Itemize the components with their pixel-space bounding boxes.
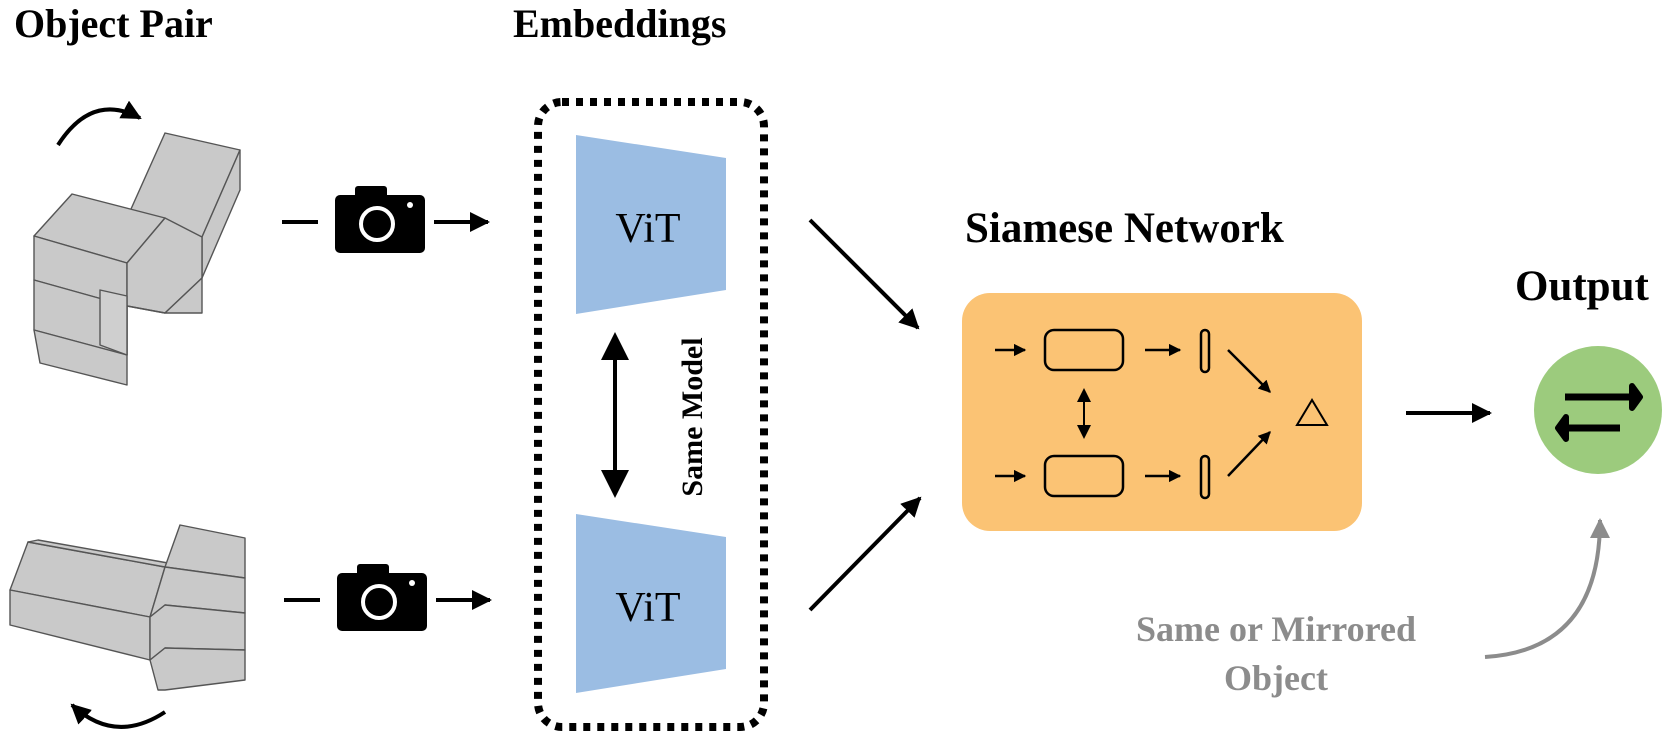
difference-icon [1295, 398, 1329, 426]
label-note-line1: Same or Mirrored [1136, 609, 1416, 649]
siamese-network-heading: Siamese Network [965, 205, 1284, 252]
object-pair-heading: Object Pair [14, 1, 213, 46]
arrow-bottom-to-network [808, 496, 922, 612]
vit-bottom-label: ViT [615, 585, 680, 631]
camera-top-group [282, 186, 490, 253]
vit-encoder-top: ViT [576, 135, 726, 314]
camera-bottom-icon [337, 564, 427, 631]
camera-top-icon [335, 186, 425, 253]
rotate-top-icon [56, 100, 142, 147]
same-model-label: Same Model [676, 337, 709, 496]
embeddings-heading: Embeddings [513, 1, 726, 46]
bottom-object-blocks [9, 524, 246, 691]
siamese-network-box [962, 293, 1362, 531]
vit-top-label: ViT [615, 206, 680, 252]
swap-arrows-icon [1555, 383, 1643, 442]
vit-encoder-bottom: ViT [576, 514, 726, 693]
output-heading: Output [1515, 263, 1650, 310]
camera-bottom-group [284, 564, 492, 631]
output-circle [1534, 346, 1662, 474]
arrow-top-to-network [808, 218, 920, 330]
label-to-output-arrow [1484, 518, 1610, 659]
shared-encoder-frame [534, 98, 768, 731]
top-object-blocks [33, 132, 241, 386]
label-note-line2: Object [1224, 658, 1328, 698]
rotate-bottom-icon [70, 703, 167, 729]
